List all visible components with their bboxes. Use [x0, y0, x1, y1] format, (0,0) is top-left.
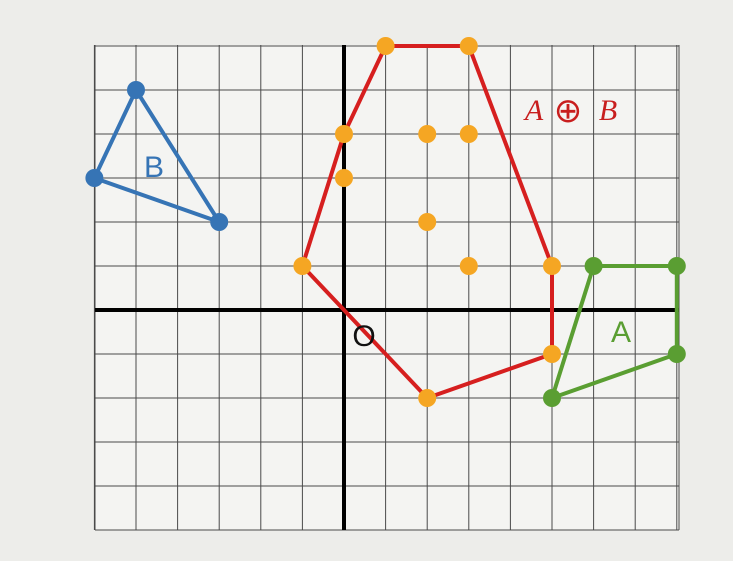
- sum-label-right: B: [599, 94, 617, 127]
- direct-sum-operator: ⊕: [554, 91, 583, 131]
- minkowski-sum-point: [418, 389, 437, 407]
- minkowski-sum-label: A ⊕ B: [523, 91, 617, 131]
- minkowski-sum-point: [418, 213, 437, 231]
- minkowski-sum-point: [335, 169, 353, 187]
- shape-a-vertex: [584, 257, 603, 275]
- shape-b-vertex: [127, 81, 145, 99]
- minkowski-sum-point: [543, 257, 561, 275]
- minkowski-sum-point: [293, 257, 312, 275]
- shape-a-vertex: [667, 257, 686, 275]
- minkowski-sum-point: [543, 345, 561, 363]
- shape-b: [85, 81, 229, 231]
- shape-b-vertex: [210, 213, 229, 231]
- shape-a-label: A: [611, 316, 631, 349]
- shape-b-vertex: [85, 169, 104, 187]
- shape-a-vertex: [667, 345, 686, 363]
- shape-b-outline: [92, 88, 222, 224]
- grid-lines: [93, 45, 680, 531]
- minkowski-sum-point: [459, 37, 478, 55]
- minkowski-sum-point: [459, 257, 478, 275]
- origin-label: O: [352, 320, 375, 353]
- sum-label-left: A: [523, 94, 544, 127]
- grid-background: [95, 45, 679, 530]
- minkowski-sum-polygon: [293, 37, 561, 407]
- shape-a-vertex: [543, 389, 561, 407]
- minkowski-sum-point: [418, 125, 437, 143]
- shape-a: [543, 257, 686, 407]
- minkowski-sum-point: [335, 125, 353, 143]
- minkowski-sum-outline: [300, 44, 554, 400]
- minkowski-sum-point: [376, 37, 395, 55]
- shape-b-label: B: [144, 151, 164, 184]
- minkowski-sum-point: [459, 125, 478, 143]
